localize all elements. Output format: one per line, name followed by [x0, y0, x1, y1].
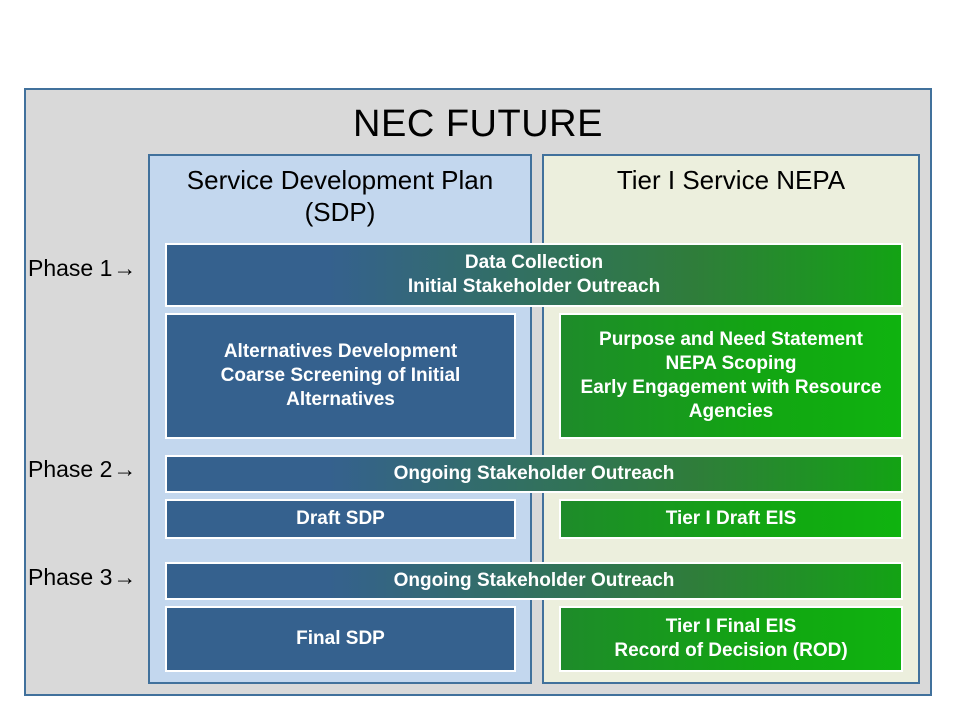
box-draft-sdp-text: Draft SDP	[296, 508, 385, 529]
column-nepa-heading: Tier I Service NEPA	[616, 165, 846, 195]
phase-3-text: Phase 3	[28, 564, 113, 590]
box-final-sdp: Final SDP	[165, 606, 516, 672]
box-ongoing-outreach-phase2: Ongoing Stakeholder Outreach	[165, 455, 903, 493]
phase-3-label: Phase 3→	[28, 564, 136, 591]
phase-1-label: Phase 1→	[28, 255, 136, 282]
page-title: NEC FUTURE	[353, 103, 603, 145]
box-draft-sdp: Draft SDP	[165, 499, 516, 539]
column-sdp-heading: Service Development Plan (SDP)	[186, 165, 494, 227]
phase-2-arrow-icon: →	[113, 456, 137, 482]
box-ongoing-outreach-phase3: Ongoing Stakeholder Outreach	[165, 562, 903, 600]
phase-1-arrow-icon: →	[113, 255, 137, 281]
box-ongoing-outreach-phase2-text: Ongoing Stakeholder Outreach	[393, 463, 675, 484]
box-final-sdp-text: Final SDP	[296, 628, 385, 649]
box-draft-eis: Tier I Draft EIS	[559, 499, 903, 539]
phase-3-arrow-icon: →	[113, 564, 137, 590]
phase-1-text: Phase 1	[28, 255, 113, 281]
phase-2-text: Phase 2	[28, 456, 113, 482]
box-draft-eis-text: Tier I Draft EIS	[665, 508, 797, 529]
phase-2-label: Phase 2→	[28, 456, 136, 483]
box-ongoing-outreach-phase3-text: Ongoing Stakeholder Outreach	[393, 570, 675, 591]
